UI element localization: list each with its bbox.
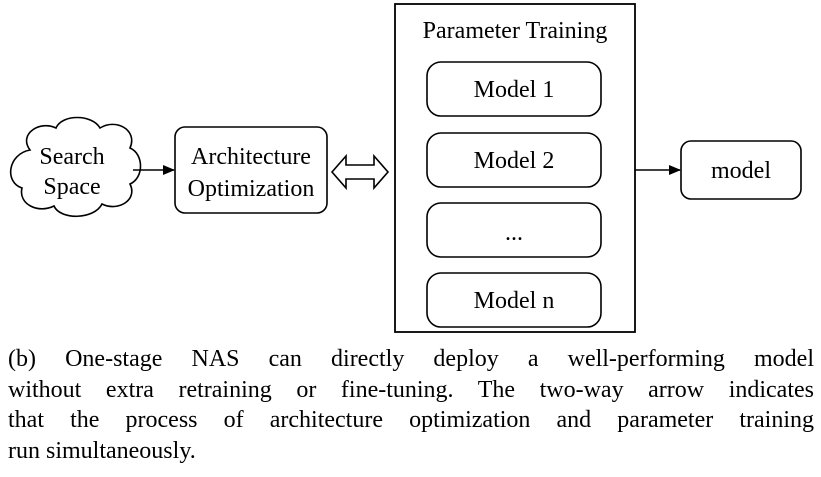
caption-line-1: (b) One-stage NAS can directly deploy a …: [8, 346, 814, 372]
output-model-node: model: [680, 140, 802, 200]
model-label-n: Model n: [474, 288, 555, 314]
search-space-line2: Space: [43, 174, 100, 200]
model-box-2: Model 2: [426, 132, 602, 188]
search-space-node: Search Space: [9, 116, 142, 217]
model-box-ellipsis: ...: [426, 202, 602, 258]
architecture-optimization-box: [174, 126, 328, 214]
parameter-training-title: Parameter Training: [423, 18, 608, 44]
caption-line-2: without extra retraining or fine-tuning.…: [8, 376, 814, 403]
model-label-ellipsis: ...: [505, 220, 523, 246]
figure-caption: (b) One-stage NAS can directly deploy a …: [8, 344, 814, 466]
cloud-shape: [9, 116, 142, 217]
architecture-optimization-node: Architecture Optimization: [174, 126, 328, 214]
model-box-n: Model n: [426, 272, 602, 328]
output-model-label: model: [711, 158, 771, 184]
output-model-box: [680, 140, 802, 200]
model-label-2: Model 2: [474, 148, 555, 174]
architecture-optimization-line1: Architecture: [191, 144, 311, 170]
parameter-training-group: Parameter Training Model 1 Model 2 ... M…: [394, 3, 636, 333]
model-label-1: Model 1: [474, 77, 555, 103]
caption-line-3: that the process of architecture optimiz…: [8, 407, 814, 433]
nas-diagram: Search Space Architecture Optimization P…: [9, 3, 802, 333]
search-space-line1: Search: [39, 144, 104, 170]
architecture-optimization-line2: Optimization: [188, 176, 315, 202]
model-box-1: Model 1: [426, 61, 602, 117]
two-way-arrow: [330, 153, 390, 191]
caption-line-4: run simultaneously.: [8, 437, 196, 464]
